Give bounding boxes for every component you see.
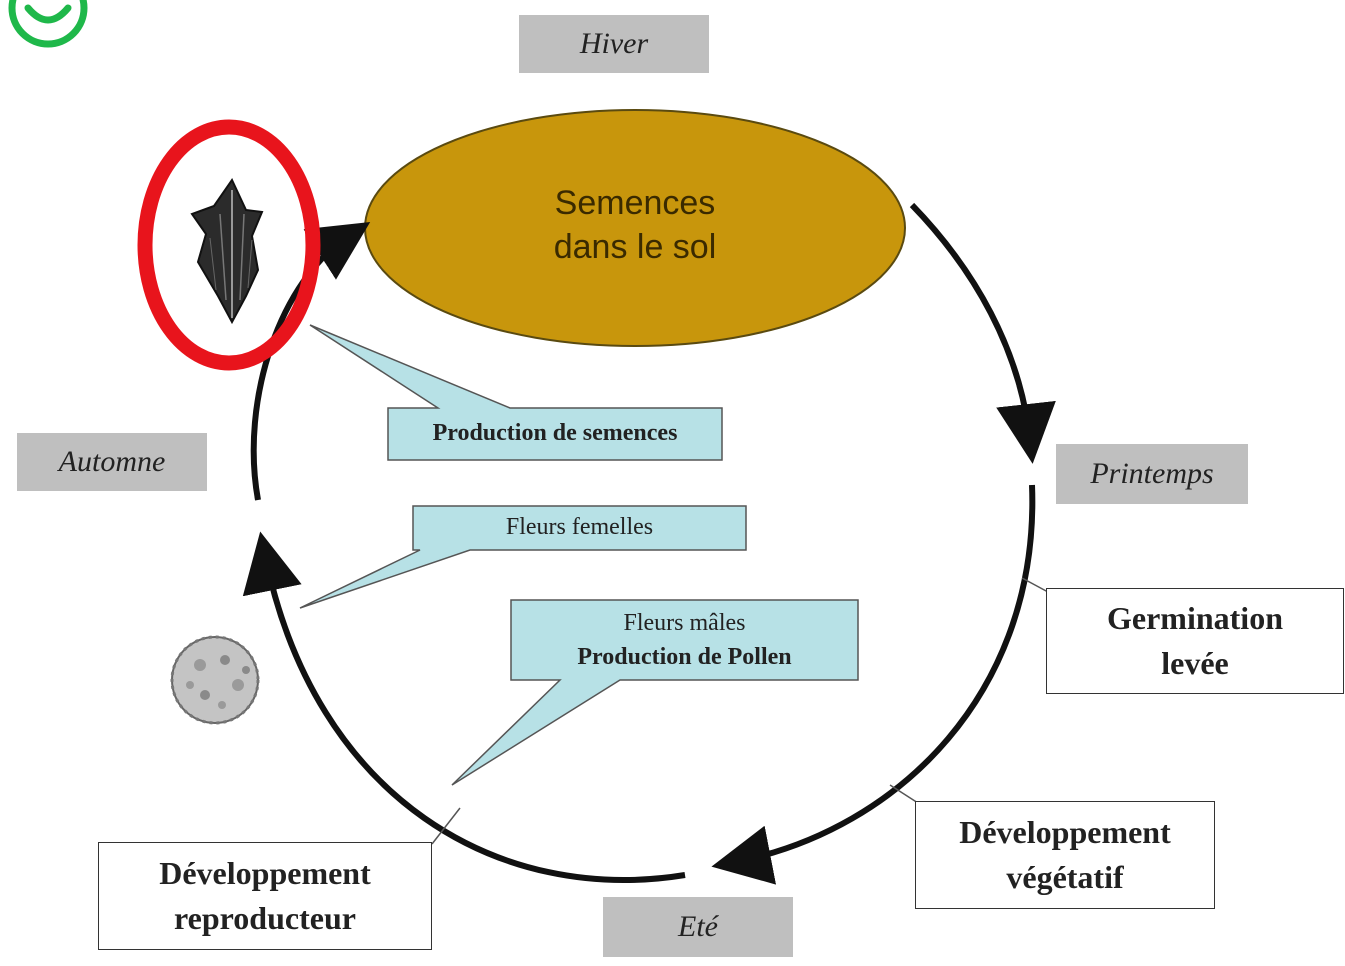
season-autumn-label: Automne <box>17 433 207 491</box>
callout-male-flowers-line1: Fleurs mâles <box>623 610 746 637</box>
callout-female-flowers-text: Fleurs femelles <box>505 514 654 541</box>
stage-germination-box: Germination levée <box>1046 588 1344 694</box>
season-summer-label: Eté <box>603 897 793 957</box>
arrow-summer-to-autumn <box>242 531 686 883</box>
stage-reproductive-box: Développement reproducteur <box>98 842 432 950</box>
center-label-line2: dans le sol <box>553 228 717 266</box>
arrow-winter-to-spring <box>909 202 1056 464</box>
arrow-autumn-to-winter <box>250 222 371 501</box>
center-label-line1: Semences <box>554 183 716 222</box>
leader-reproductive <box>431 807 461 845</box>
seed-highlight-ring <box>137 119 321 371</box>
arrow-spring-to-summer <box>711 484 1036 885</box>
callout-male-flowers-line2: Production de Pollen <box>577 644 792 670</box>
smiley-icon <box>8 0 88 48</box>
season-winter-label: Hiver <box>519 15 709 73</box>
callout-seed-production-text: Production de semences <box>432 420 678 447</box>
stage-germination-line1: Germination <box>1107 600 1283 637</box>
stage-germination-line2: levée <box>1161 645 1229 681</box>
callout-seed-production-bubble <box>309 324 723 461</box>
seed-icon <box>190 177 264 325</box>
stage-vegetative-line2: végétatif <box>1006 859 1124 895</box>
leader-vegetative <box>889 784 919 804</box>
stage-vegetative-line1: Développement <box>959 814 1171 851</box>
pollen-grain-icon <box>170 635 260 725</box>
leader-germination <box>1021 577 1049 593</box>
season-spring-label: Printemps <box>1056 444 1248 504</box>
callout-male-flowers-bubble <box>451 599 859 786</box>
stage-reproductive-line2: reproducteur <box>174 900 356 936</box>
stage-vegetative-box: Développement végétatif <box>915 801 1215 909</box>
callout-male-flowers-text: Fleurs mâles Production de Pollen <box>513 604 856 678</box>
callout-female-flowers-bubble <box>299 505 747 609</box>
center-label: Semences dans le sol <box>485 170 785 280</box>
stage-reproductive-line1: Développement <box>159 855 371 892</box>
